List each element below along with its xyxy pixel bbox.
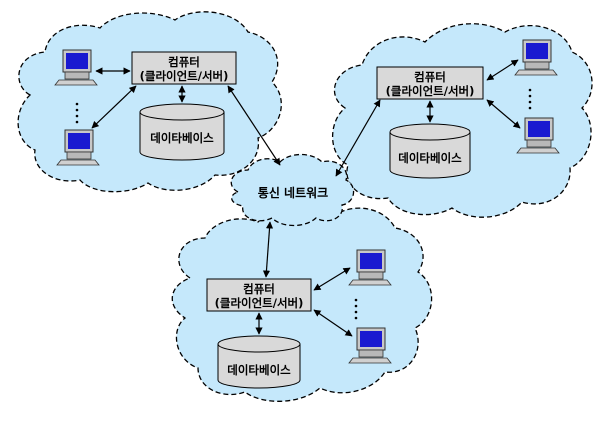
computer-box-left — [131, 51, 237, 85]
ellipsis-dots-icon — [75, 102, 79, 124]
cluster-right: 컴퓨터 (클라이언트/서버) 데이타베이스 — [335, 39, 560, 179]
connector-arrow — [313, 309, 353, 337]
cluster-left: 컴퓨터 (클라이언트/서버) 데이타베이스 — [54, 49, 281, 166]
database-label-bottom: 데이타베이스 — [227, 363, 291, 377]
connector-arrow — [262, 221, 274, 278]
connector-arrow — [91, 85, 137, 129]
database-label-left: 데이타베이스 — [150, 131, 214, 145]
database-bottom: 데이타베이스 — [217, 335, 301, 389]
computer-label-line1-right: 컴퓨터 — [414, 70, 446, 84]
computer-box-bottom — [206, 278, 312, 312]
ellipsis-dots-icon — [528, 88, 532, 110]
connector-arrow — [227, 85, 281, 166]
computer-label-line2-right: (클라이언트/서버) — [386, 84, 475, 98]
computer-label-line2-left: (클라이언트/서버) — [140, 69, 229, 83]
network-label: 통신 네트워크 — [258, 185, 328, 200]
connector-arrow — [486, 99, 521, 129]
database-left: 데이타베이스 — [139, 103, 225, 161]
database-right: 데이타베이스 — [389, 123, 471, 179]
computer-label-line2-bottom: (클라이언트/서버) — [215, 296, 304, 310]
cloud-network: 통신 네트워크 — [230, 153, 355, 227]
database-label-right: 데이타베이스 — [398, 151, 462, 165]
computer-label-line1-left: 컴퓨터 — [168, 55, 200, 69]
connector-arrow — [486, 59, 519, 81]
connector-arrow — [335, 99, 381, 177]
cluster-bottom: 컴퓨터 (클라이언트/서버) 데이타베이스 — [206, 221, 392, 389]
connector-arrow — [313, 267, 351, 291]
computer-box-right — [376, 66, 484, 100]
ellipsis-dots-icon — [354, 298, 358, 320]
computer-label-line1-bottom: 컴퓨터 — [243, 282, 275, 296]
